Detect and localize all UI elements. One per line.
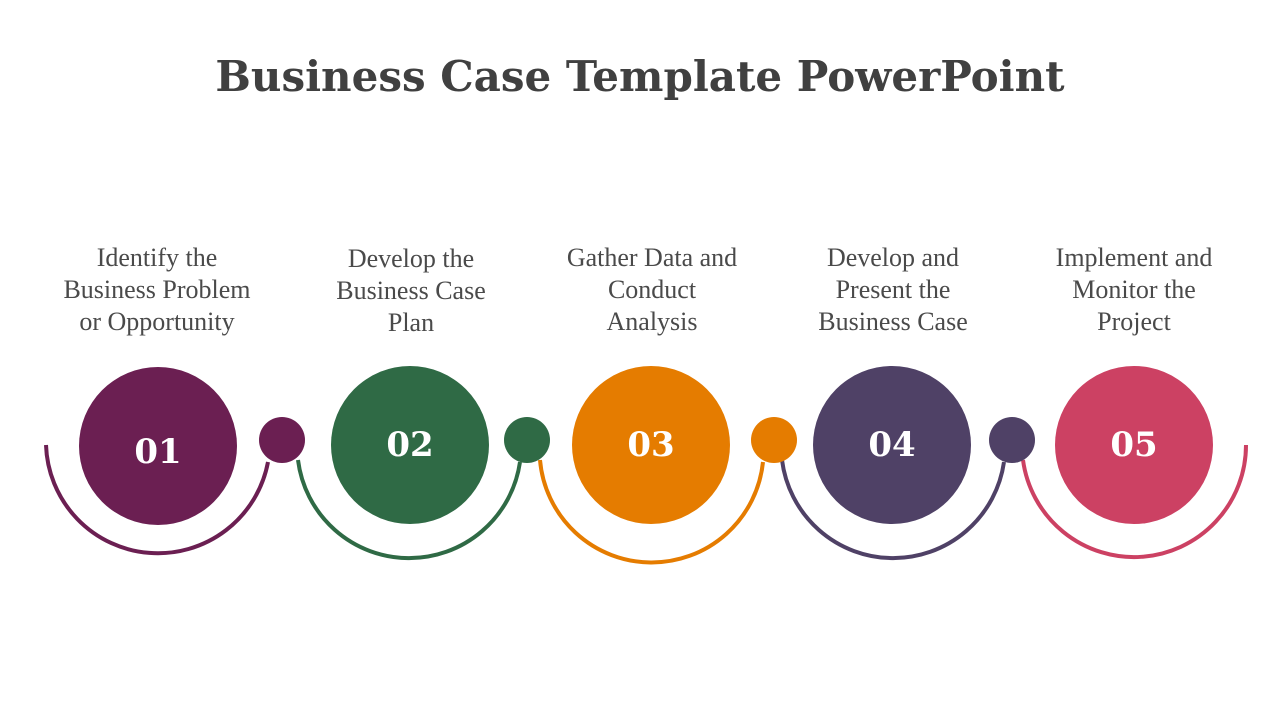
- step-label-line: Analysis: [606, 307, 698, 336]
- step-label-line: Develop and: [826, 243, 960, 272]
- connector-arc: [44, 444, 270, 556]
- step-label-line: Develop the: [347, 244, 475, 273]
- step-label-line: Identify the: [96, 243, 218, 272]
- step-label: Identify the Business Problem or Opportu…: [37, 242, 277, 338]
- step-number-circle: 01: [79, 367, 237, 525]
- step-label-line: Project: [1097, 307, 1171, 336]
- step-label-line: Implement and: [1055, 243, 1213, 272]
- step-connector-dot: [259, 417, 305, 463]
- step-label: Gather Data and Conduct Analysis: [532, 242, 772, 338]
- step-number: 04: [868, 425, 916, 465]
- step-number: 05: [1110, 425, 1158, 465]
- step-label-line: Gather Data and: [566, 243, 738, 272]
- step-number: 02: [386, 425, 434, 465]
- step-label-line: Conduct: [607, 275, 697, 304]
- step-connector-dot: [751, 417, 797, 463]
- step-number-circle: 05: [1055, 366, 1213, 524]
- step-label-line: Business Case: [336, 276, 486, 305]
- connector-arc: [296, 459, 522, 561]
- step-number-circle: 03: [572, 366, 730, 524]
- connector-arc: [780, 459, 1006, 561]
- step-number-circle: 04: [813, 366, 971, 524]
- slide-title: Business Case Template PowerPoint: [215, 52, 1065, 101]
- step-label-line: Monitor the: [1072, 275, 1196, 304]
- step-connector-dot: [504, 417, 550, 463]
- step-connector-dot: [989, 417, 1035, 463]
- step-label: Develop the Business Case Plan: [291, 243, 531, 339]
- step-label-line: Business Problem: [63, 275, 251, 304]
- step-number: 03: [627, 425, 675, 465]
- step-label-line: Present the: [835, 275, 951, 304]
- connector-arc: [1021, 444, 1248, 560]
- step-label-line: Plan: [387, 308, 435, 337]
- step-label-line: Business Case: [818, 307, 968, 336]
- step-number: 01: [134, 432, 182, 472]
- step-label: Develop and Present the Business Case: [773, 242, 1013, 338]
- step-number-circle: 02: [331, 366, 489, 524]
- connector-arc: [538, 459, 765, 565]
- step-label-line: or Opportunity: [79, 307, 235, 336]
- step-label: Implement and Monitor the Project: [1014, 242, 1254, 338]
